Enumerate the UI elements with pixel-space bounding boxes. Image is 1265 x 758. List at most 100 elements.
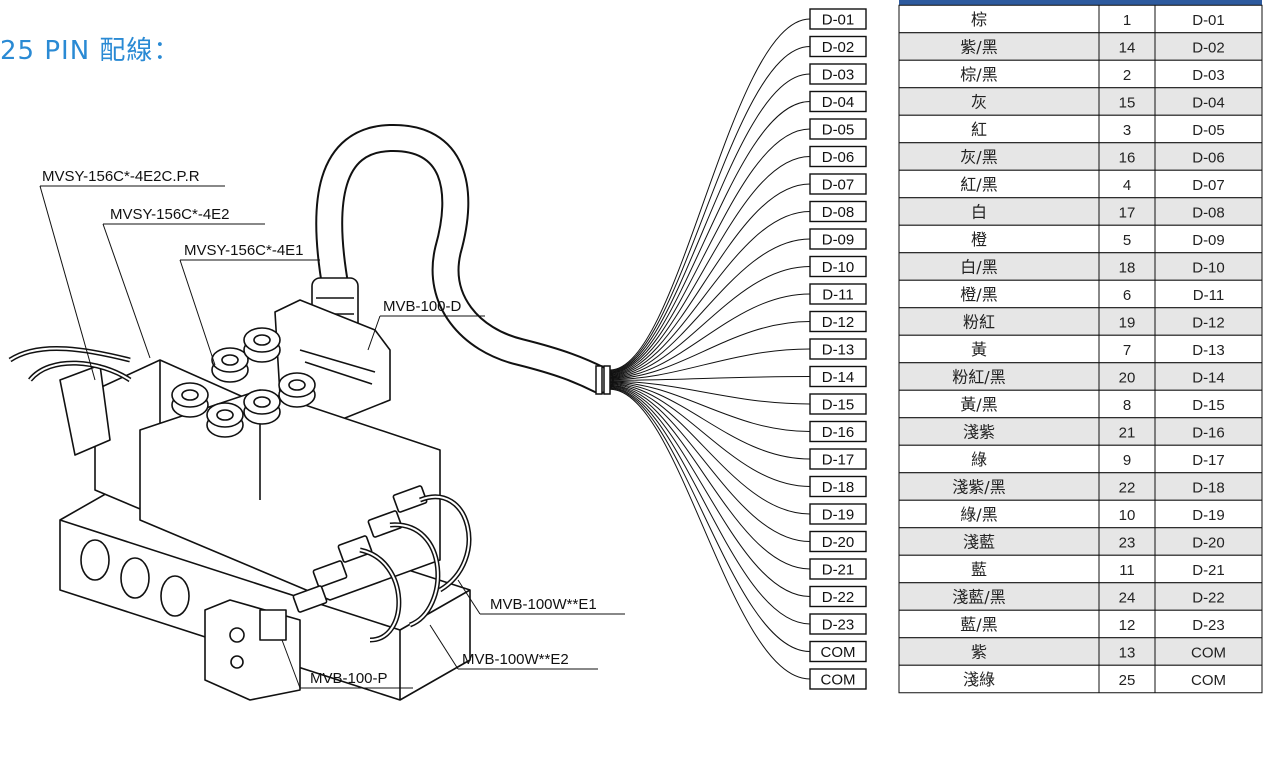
- label-mvb-100w-e1: MVB-100W**E1: [490, 596, 597, 613]
- table-row-bg: [898, 554, 1263, 584]
- wire-tag: COM: [809, 640, 867, 663]
- wire-tag-label: D-01: [822, 12, 855, 29]
- wire-line: [609, 238, 811, 377]
- wire-tag-label: D-21: [822, 562, 855, 579]
- table-row-bg: [898, 499, 1263, 529]
- table-row-bg: [898, 197, 1263, 226]
- cell-pin: 5: [1123, 232, 1131, 249]
- wire-line: [609, 183, 811, 376]
- wire-tag-label: D-13: [822, 342, 855, 359]
- wire-line: [609, 387, 811, 652]
- cell-terminal: D-13: [1192, 342, 1225, 359]
- wire-tag-label: D-10: [822, 259, 855, 276]
- wire-tag: D-06: [809, 145, 867, 168]
- wire-fanout: [609, 18, 811, 680]
- cell-wire-color: 黃: [971, 340, 987, 359]
- wire-tag-label: D-17: [822, 452, 855, 469]
- wire-line: [609, 384, 811, 542]
- wire-tag: D-20: [809, 530, 867, 553]
- cell-terminal: D-01: [1192, 12, 1225, 29]
- table-row-bg: [898, 4, 1263, 34]
- part-label-leaders: [39, 185, 625, 689]
- wire-line: [609, 385, 811, 570]
- wire-tag-label: D-19: [822, 507, 855, 524]
- wire-tag-label: D-05: [822, 122, 855, 139]
- table-header-bar: [899, 0, 1262, 5]
- table-row-bg: [898, 279, 1263, 309]
- wire-tag-label: D-12: [822, 314, 855, 331]
- wire-tag: D-13: [809, 338, 867, 360]
- cell-pin: 20: [1119, 370, 1136, 387]
- cell-wire-color: 白/黑: [960, 258, 997, 277]
- wire-tag: D-23: [809, 613, 867, 635]
- wire-tag-box: [809, 585, 867, 608]
- cell-terminal: D-07: [1192, 177, 1225, 194]
- cell-pin: 11: [1119, 562, 1135, 579]
- wire-line: [609, 388, 811, 680]
- page-title: 25 PIN 配線：: [0, 36, 181, 66]
- wire-tag-box: [809, 530, 867, 553]
- cell-pin: 6: [1123, 287, 1131, 304]
- wire-line: [609, 266, 811, 378]
- wire-tag: D-03: [809, 63, 867, 85]
- label-mvb-100w-e2: MVB-100W**E2: [462, 651, 569, 668]
- wire-tag-label: D-14: [822, 369, 855, 386]
- wire-tag-label: D-04: [822, 94, 855, 111]
- cell-terminal: D-20: [1192, 535, 1225, 552]
- wire-line: [609, 348, 811, 381]
- cell-wire-color: 紅: [971, 120, 987, 139]
- wire-tags: D-01D-02D-03D-04D-05D-06D-07D-08D-09D-10…: [809, 8, 867, 690]
- wire-tag: D-05: [809, 118, 867, 140]
- cell-pin: 24: [1119, 590, 1136, 607]
- table-row-bg: [898, 472, 1263, 501]
- wire-tag: D-22: [809, 585, 867, 608]
- wire-tag: D-19: [809, 503, 867, 525]
- wire-line: [609, 386, 811, 597]
- wire-tag: D-02: [809, 35, 867, 58]
- table-row-bg: [898, 609, 1263, 639]
- table-row-bg: [898, 87, 1263, 116]
- cell-terminal: D-14: [1192, 370, 1225, 387]
- wire-line: [609, 381, 811, 432]
- wire-tag-label: D-06: [822, 149, 855, 166]
- cell-wire-color: 紅/黑: [960, 175, 997, 194]
- wire-tag-box: [809, 448, 867, 470]
- label-mvsy-4e1: MVSY-156C*-4E1: [184, 242, 304, 259]
- table-row-bg: [898, 169, 1263, 199]
- cell-terminal: D-17: [1192, 452, 1225, 469]
- cell-pin: 19: [1119, 315, 1136, 332]
- wire-tag-box: [809, 365, 867, 388]
- wire-line: [609, 387, 811, 625]
- wire-tag-box: [809, 640, 867, 663]
- cell-wire-color: 灰/黑: [960, 148, 997, 167]
- wire-tag-box: [809, 90, 867, 113]
- cell-terminal: D-23: [1192, 617, 1225, 634]
- wire-tag-label: D-07: [822, 177, 855, 194]
- wire-tag-box: [809, 255, 867, 278]
- wire-tag-box: [809, 283, 867, 305]
- wire-tag-box: [809, 503, 867, 525]
- wire-line: [609, 383, 811, 515]
- cell-terminal: D-02: [1192, 40, 1225, 57]
- cell-terminal: D-08: [1192, 205, 1225, 222]
- cell-terminal: COM: [1191, 672, 1226, 689]
- wire-tag-label: COM: [821, 644, 856, 661]
- cell-pin: 21: [1119, 425, 1136, 442]
- wire-line: [609, 101, 811, 373]
- wire-tag-box: [809, 145, 867, 168]
- cell-terminal: D-16: [1192, 425, 1225, 442]
- wire-tag: D-15: [809, 393, 867, 415]
- wire-line: [609, 211, 811, 377]
- wire-line: [609, 383, 811, 487]
